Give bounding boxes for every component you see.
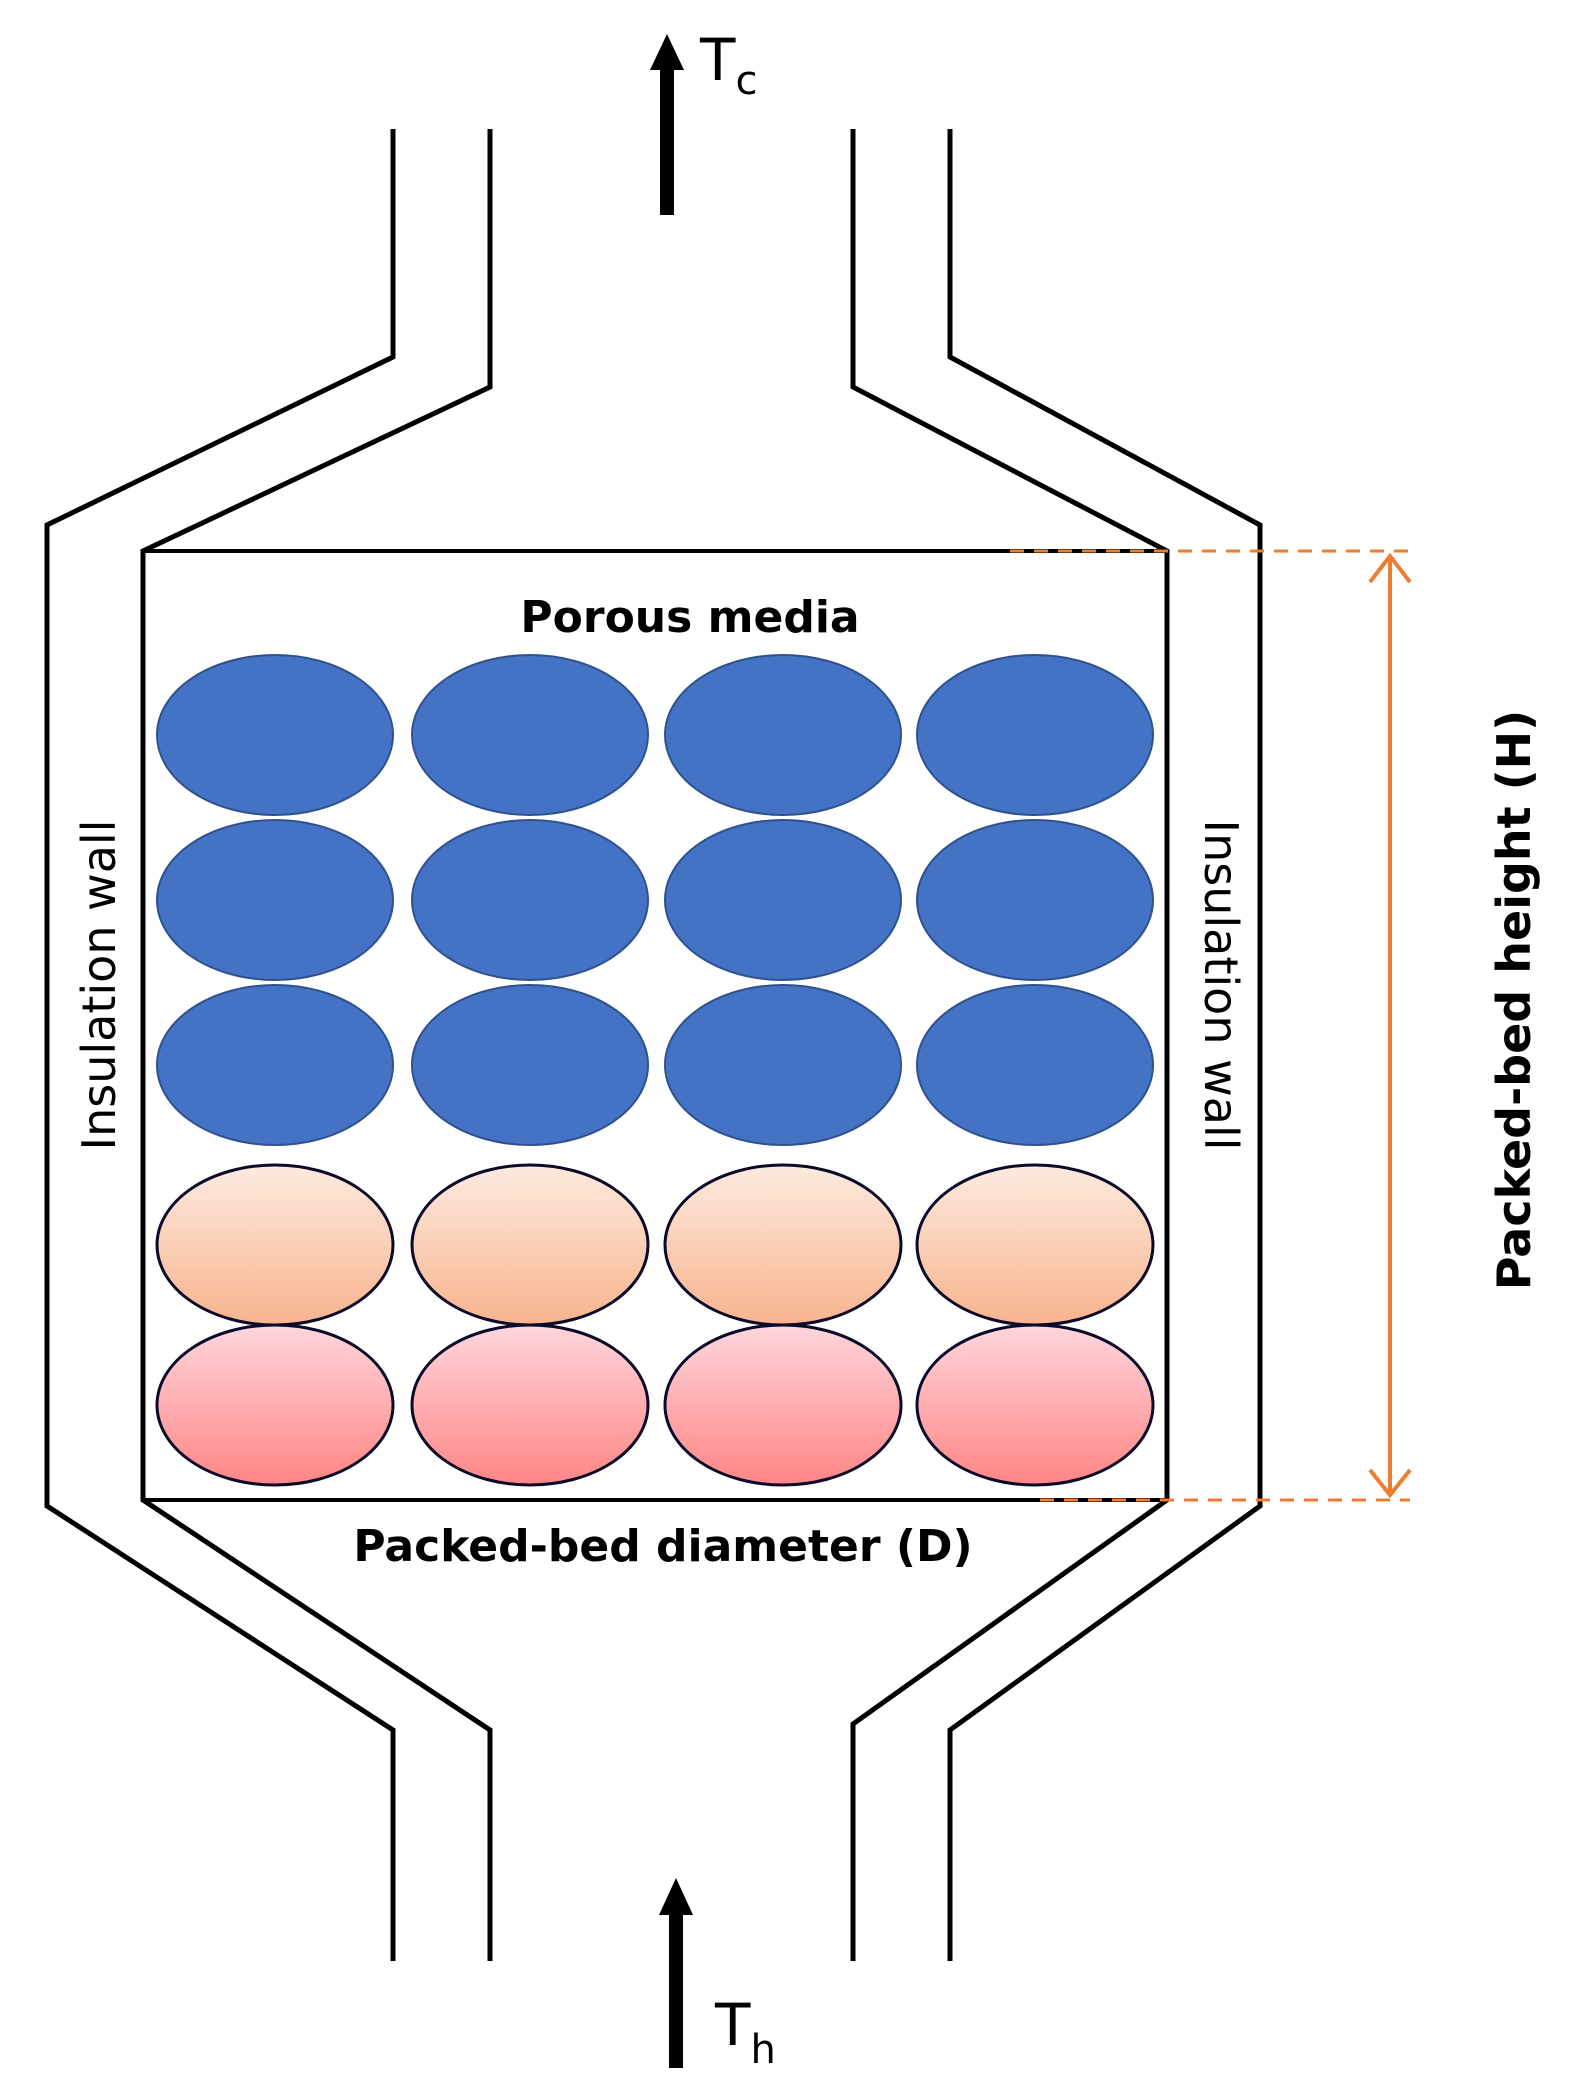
cold-particle bbox=[156, 819, 394, 981]
right-outer-wall bbox=[947, 129, 1263, 1961]
warm-particle bbox=[663, 1163, 903, 1327]
height-arrowhead-bottom bbox=[1368, 1468, 1412, 1499]
outlet-arrow bbox=[650, 34, 684, 215]
hot-particle bbox=[155, 1323, 395, 1487]
warm-particle bbox=[410, 1163, 650, 1327]
height-dimension bbox=[1010, 549, 1412, 1502]
height-arrowhead-top bbox=[1368, 552, 1412, 584]
diameter-label: Packed-bed diameter (D) bbox=[353, 1521, 972, 1572]
hot-particle bbox=[410, 1323, 650, 1487]
cold-particle bbox=[411, 984, 649, 1146]
cold-particle bbox=[156, 984, 394, 1146]
cold-particle bbox=[916, 654, 1154, 816]
hot-particle bbox=[663, 1323, 903, 1487]
cold-particle bbox=[916, 819, 1154, 981]
inlet-temperature-label: Th bbox=[714, 1991, 776, 2073]
porous-media-particles bbox=[155, 654, 1155, 1487]
vessel-walls bbox=[44, 129, 1263, 1961]
inlet-arrow bbox=[659, 1878, 693, 2068]
packed-bed-container bbox=[143, 549, 1167, 1502]
cold-particle bbox=[664, 819, 902, 981]
height-label: Packed-bed height (H) bbox=[1487, 710, 1541, 1290]
cold-particle bbox=[916, 984, 1154, 1146]
insulation-wall-label-left: Insulation wall bbox=[72, 820, 126, 1151]
cold-particle bbox=[664, 654, 902, 816]
cold-particle bbox=[156, 654, 394, 816]
inlet-arrowhead bbox=[659, 1878, 693, 1915]
outlet-arrowhead bbox=[650, 34, 684, 70]
insulation-wall-label-right: Insulation wall bbox=[1194, 820, 1248, 1151]
left-outer-wall bbox=[44, 129, 396, 1961]
cold-particle bbox=[664, 984, 902, 1146]
cold-particle bbox=[411, 654, 649, 816]
warm-particle bbox=[155, 1163, 395, 1327]
outlet-temperature-label: Tc bbox=[699, 26, 757, 104]
right-inner-wall bbox=[850, 129, 1170, 1961]
porous-media-label: Porous media bbox=[520, 592, 859, 643]
cold-particle bbox=[411, 819, 649, 981]
warm-particle bbox=[915, 1163, 1155, 1327]
hot-particle bbox=[915, 1323, 1155, 1487]
left-inner-wall bbox=[140, 129, 493, 1961]
